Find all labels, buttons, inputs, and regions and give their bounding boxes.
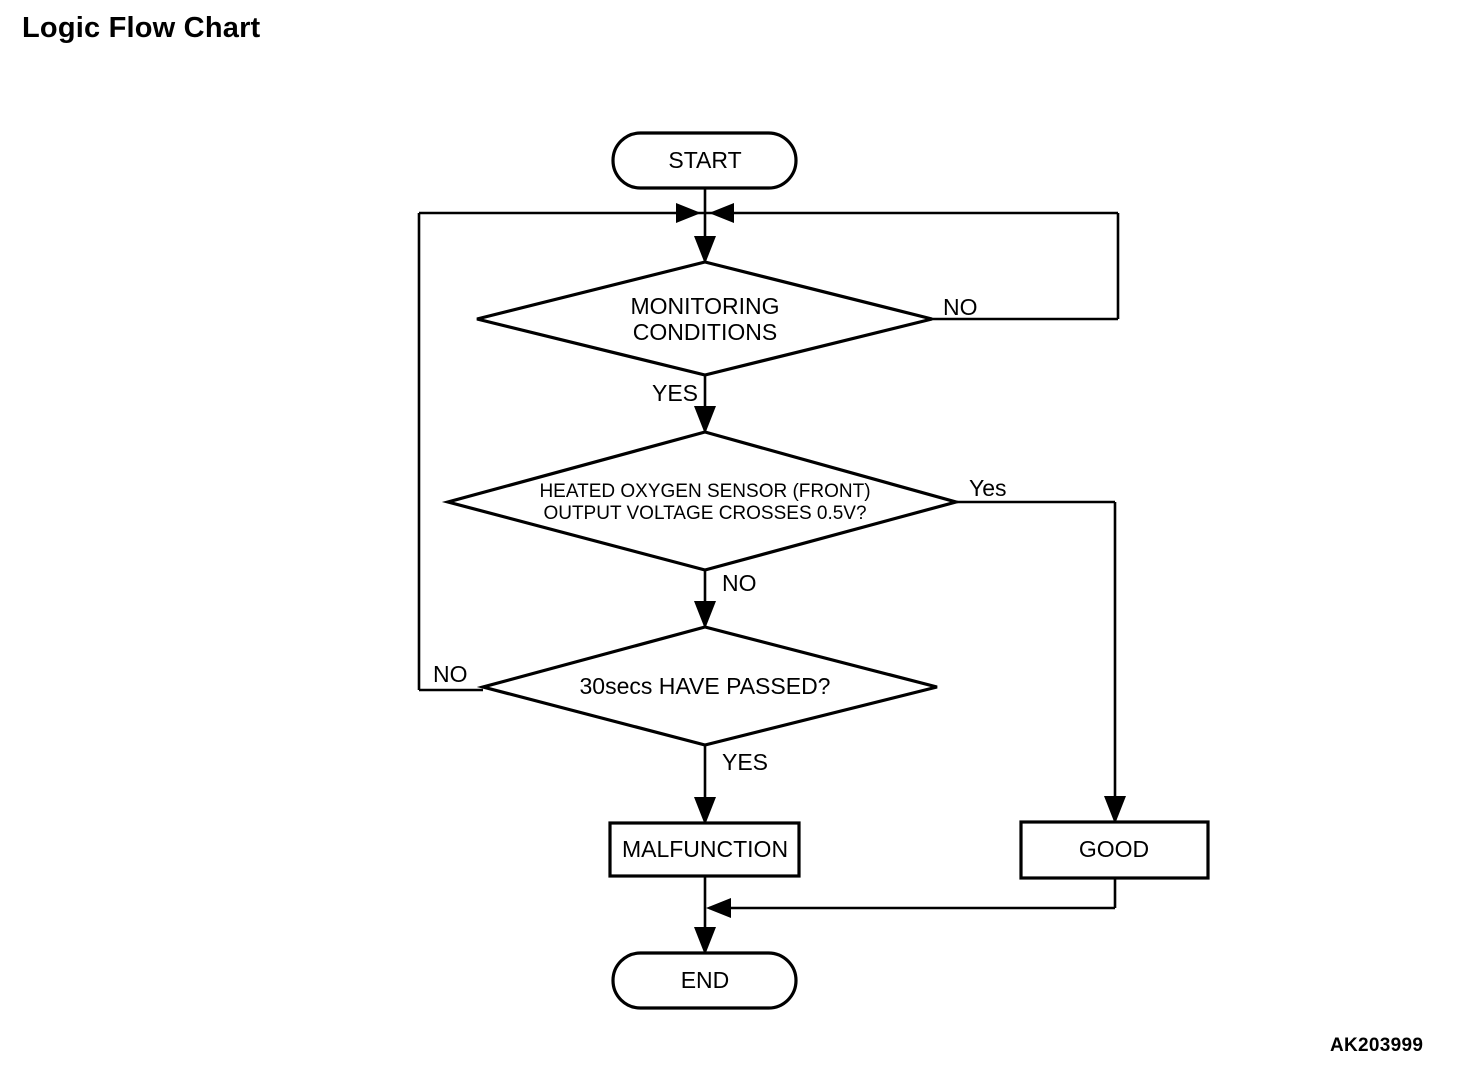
end-shape [611,951,798,1010]
good-shape [1019,820,1210,880]
malfunction-shape [608,821,801,878]
arrowhead-into-malfunction [694,797,716,825]
arrowhead-good-into-merge [706,898,731,918]
monitoring-label-line2: CONDITIONS [633,319,777,345]
arrowhead-into-sensor [694,406,716,434]
node-timer[interactable]: 30secs HAVE PASSED? [476,625,938,747]
edge-label-timer-yes: YES [722,749,768,775]
malfunction-label: MALFUNCTION [622,836,788,862]
node-end[interactable]: END [611,951,798,1010]
sensor-shape [441,430,963,572]
edge-label-sensor-yes: Yes [969,475,1007,501]
timer-label: 30secs HAVE PASSED? [580,673,831,699]
edge-label-monitoring-no: NO [943,294,978,320]
edge-label-layer: NO YES Yes NO NO YES [433,294,1007,775]
good-label: GOOD [1079,836,1149,862]
node-sensor-voltage[interactable]: HEATED OXYGEN SENSOR (FRONT) OUTPUT VOLT… [441,430,963,572]
arrowhead-into-timer [694,601,716,629]
page-title: Logic Flow Chart [22,12,261,44]
monitoring-label-line1: MONITORING [630,293,779,319]
monitoring-shape [476,260,933,377]
sensor-label-line2: OUTPUT VOLTAGE CROSSES 0.5V? [543,503,866,524]
arrowhead-into-good [1104,796,1126,824]
sensor-label-line1: HEATED OXYGEN SENSOR (FRONT) [539,481,870,502]
end-label: END [681,967,730,993]
arrowhead-into-monitoring [694,236,716,264]
timer-shape [476,625,938,747]
node-good[interactable]: GOOD [1019,820,1210,880]
arrowhead-loop-right-into-junction [709,203,734,223]
start-label: START [668,147,741,173]
figure-code: AK203999 [1330,1035,1424,1056]
edge-label-timer-no: NO [433,661,468,687]
edge-label-monitoring-yes: YES [652,380,698,406]
node-malfunction[interactable]: MALFUNCTION [608,821,801,878]
node-monitoring-conditions[interactable]: MONITORING CONDITIONS [476,260,933,377]
arrowhead-into-end [694,927,716,955]
edge-label-sensor-no: NO [722,570,757,596]
start-shape [611,131,798,190]
connector-layer [417,188,1126,955]
node-start[interactable]: START [611,131,798,190]
arrowhead-loop-left-into-junction [676,203,701,223]
